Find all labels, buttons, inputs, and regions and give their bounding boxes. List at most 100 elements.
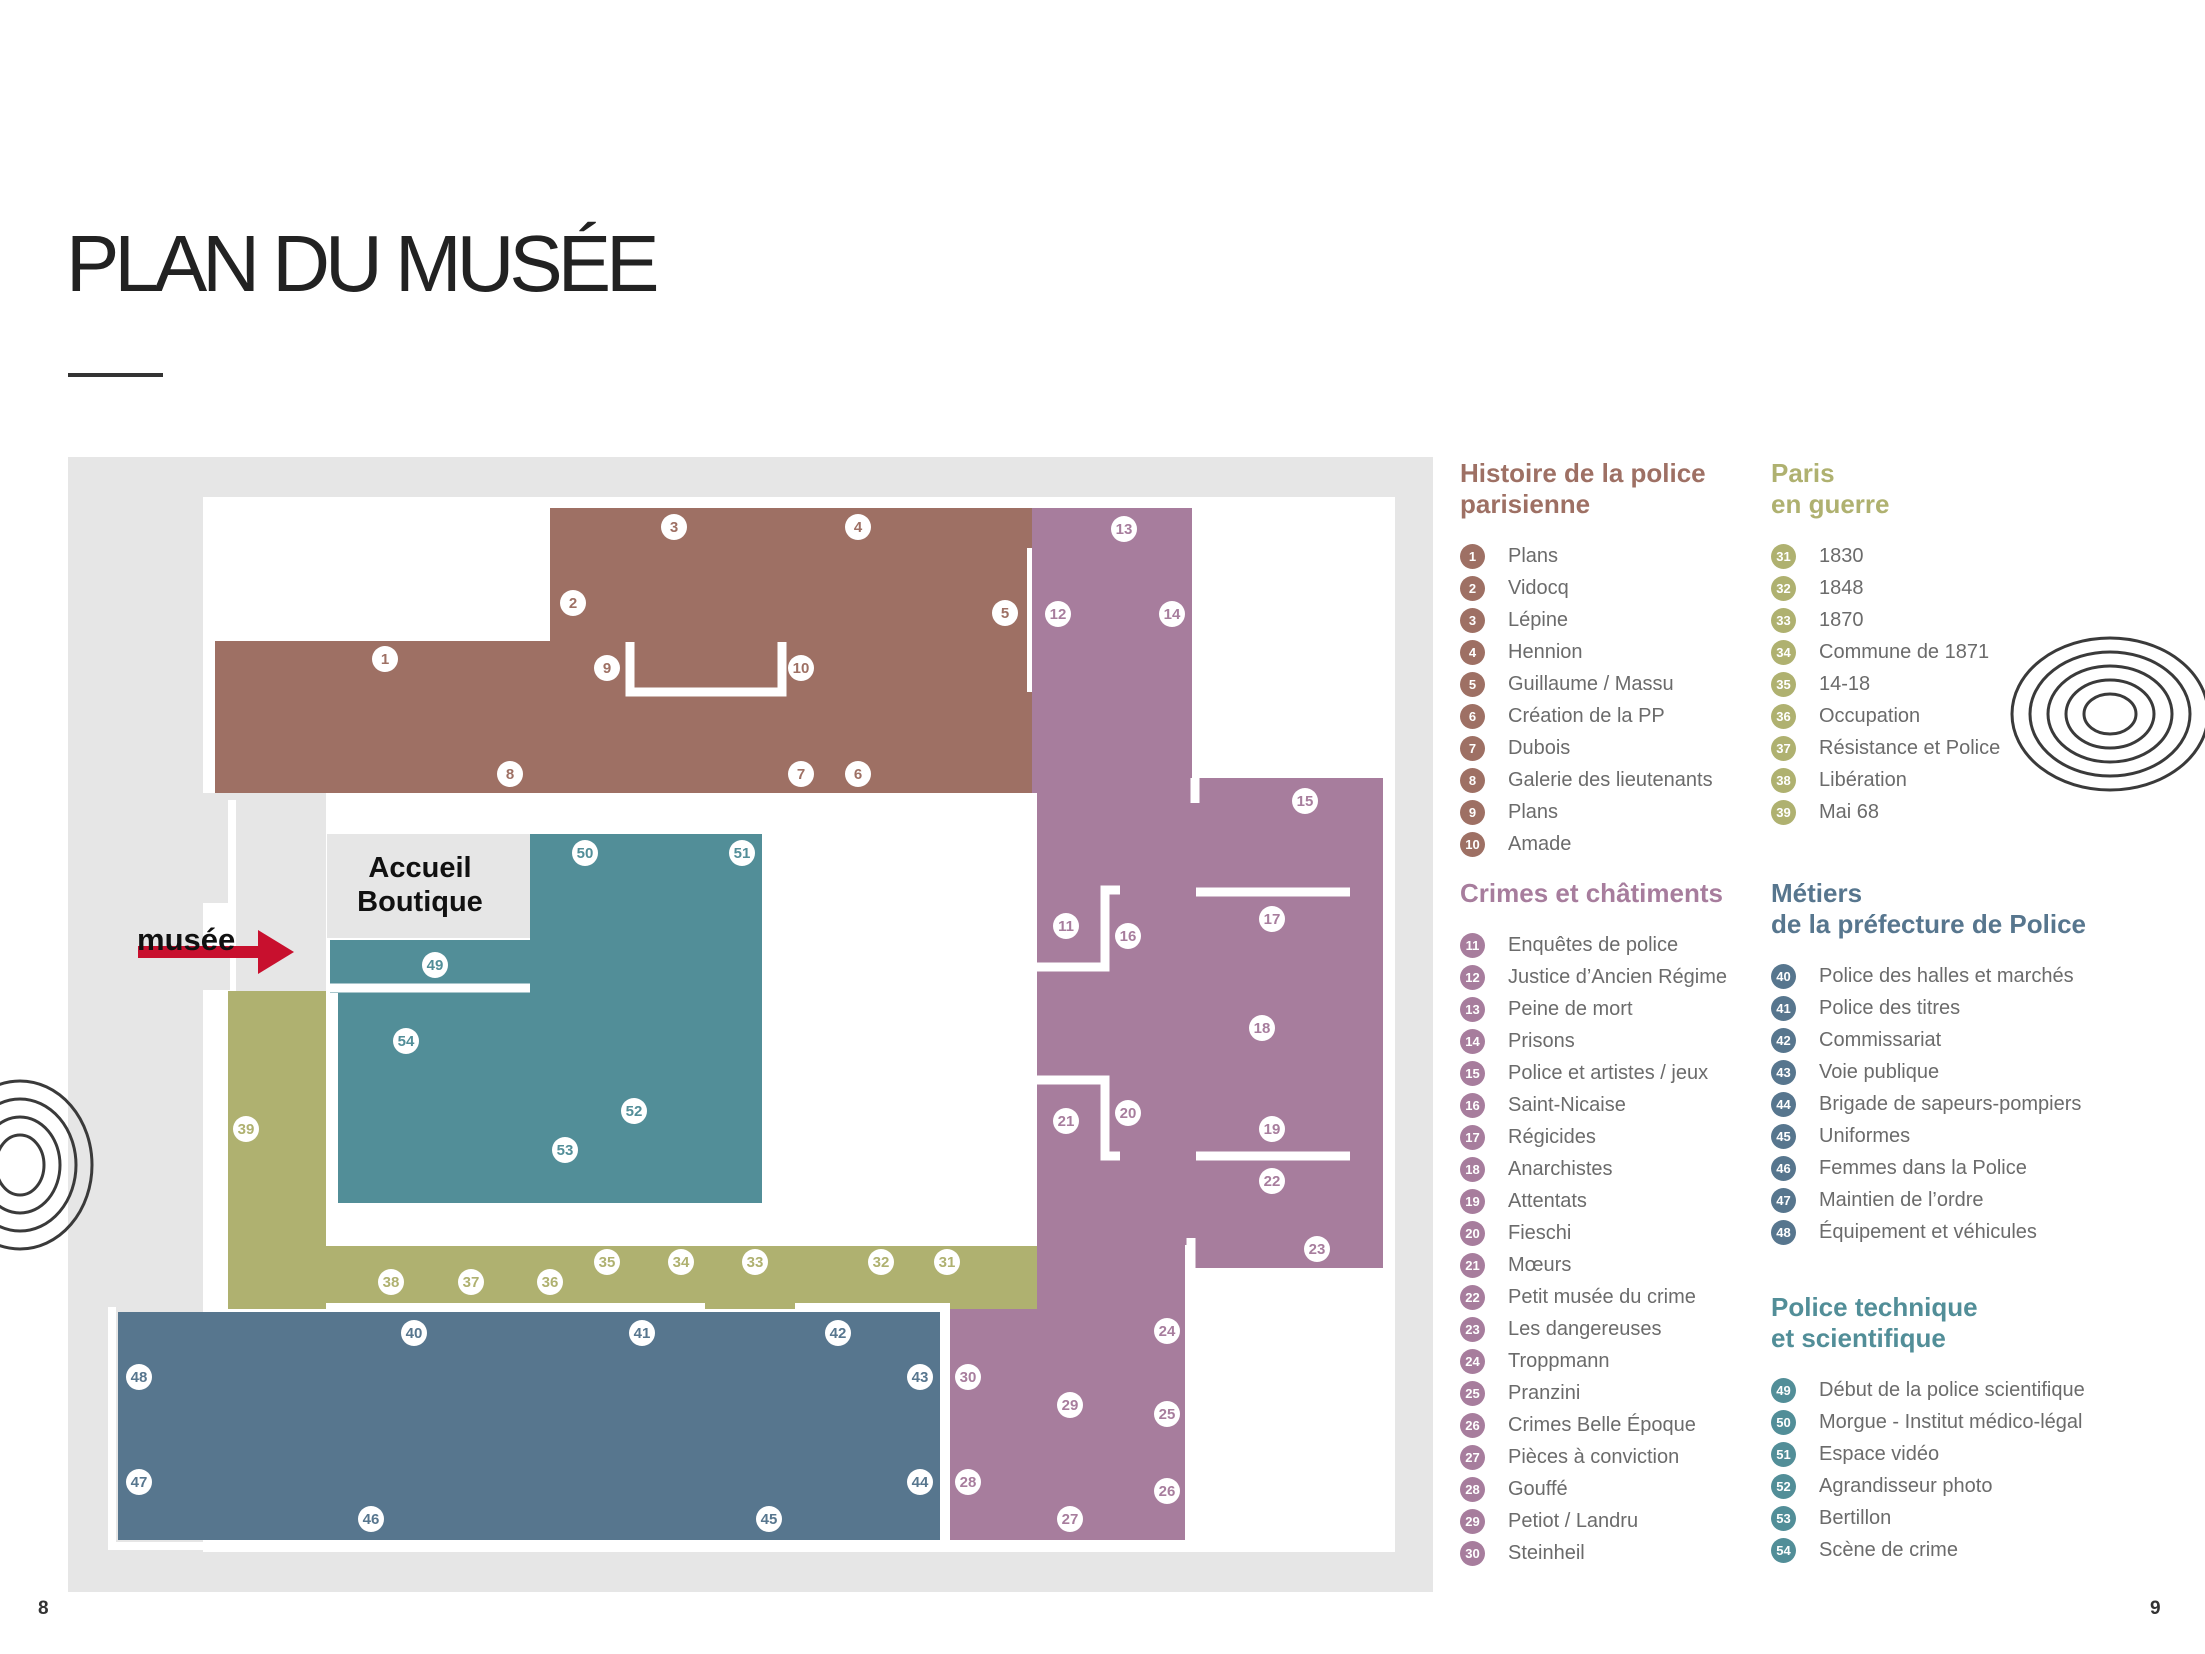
legend-badge: 27 (1460, 1444, 1485, 1470)
legend-badge: 36 (1771, 703, 1796, 729)
room-marker-48: 48 (126, 1364, 152, 1390)
room-marker-34: 34 (668, 1249, 694, 1275)
legend-label: 1870 (1819, 608, 1864, 631)
room-marker-29: 29 (1057, 1392, 1083, 1418)
accueil-area (236, 793, 326, 991)
legend-badge: 14 (1460, 1028, 1485, 1054)
legend-badge: 48 (1771, 1219, 1796, 1245)
room-marker-number: 19 (1264, 1121, 1281, 1138)
room-marker-badge (1154, 1478, 1180, 1504)
room-marker-number: 42 (830, 1325, 847, 1342)
legend-label: Commissariat (1819, 1028, 1942, 1051)
room-marker-badge (1304, 1236, 1330, 1262)
room-marker-number: 50 (577, 845, 594, 862)
fingerprint-icon (0, 1079, 94, 1251)
room-marker-number: 32 (873, 1254, 890, 1271)
legend-label: Guillaume / Massu (1508, 672, 1674, 695)
room-marker-number: 8 (506, 766, 514, 783)
legend-label: Brigade de sapeurs-pompiers (1819, 1092, 2082, 1115)
legend-badge: 34 (1771, 639, 1796, 665)
legend-badge: 13 (1460, 996, 1485, 1022)
legend-title-line: Police technique (1771, 1292, 1978, 1322)
room-marker-7: 7 (788, 761, 814, 787)
legend-item: 48 Équipement et véhicules (1771, 1216, 2071, 1248)
wall-crimes-11 (1032, 885, 1120, 972)
page-title: PLAN DU MUSÉE (66, 219, 659, 308)
legend-label: Bertillon (1819, 1506, 1892, 1529)
room-marker-badge (742, 1249, 768, 1275)
legend-label: Vidocq (1508, 576, 1569, 599)
room-marker-number: 1 (381, 651, 389, 668)
legend-item: 33 1870 (1771, 604, 2071, 636)
legend-label: 1830 (1819, 544, 1864, 567)
room-marker-badge (1115, 1100, 1141, 1126)
room-marker-21: 21 (1053, 1108, 1079, 1134)
room-marker-46: 46 (358, 1506, 384, 1532)
room-marker-number: 18 (1254, 1020, 1271, 1037)
room-marker-30: 30 (955, 1364, 981, 1390)
room-marker-number: 7 (797, 766, 805, 783)
legend-badge: 3 (1460, 607, 1485, 633)
room-marker-badge (992, 600, 1018, 626)
room-marker-number: 15 (1297, 793, 1314, 810)
legend-title-line: Crimes et châtiments (1460, 878, 1723, 908)
room-marker-badge (1259, 906, 1285, 932)
room-marker-badge (621, 1098, 647, 1124)
room-marker-badge (668, 1249, 694, 1275)
room-marker-number: 46 (363, 1511, 380, 1528)
room-marker-number: 2 (569, 595, 577, 612)
legend-label: Peine de mort (1508, 997, 1633, 1020)
legend-item: 3 Lépine (1460, 604, 1760, 636)
legend-badge: 4 (1460, 639, 1485, 665)
room-marker-number: 13 (1116, 521, 1133, 538)
room-marker-49: 49 (422, 952, 448, 978)
room-marker-number: 38 (383, 1274, 400, 1291)
room-marker-badge (1249, 1015, 1275, 1041)
legend-label: Équipement et véhicules (1819, 1220, 2037, 1243)
legend-badge: 33 (1771, 607, 1796, 633)
room-marker-badge (537, 1269, 563, 1295)
legend-label: Lépine (1508, 608, 1569, 631)
legend-badge: 42 (1771, 1027, 1796, 1053)
room-marker-39: 39 (233, 1116, 259, 1142)
legend-label: Mœurs (1508, 1253, 1572, 1276)
zone-crimes (950, 508, 1383, 1540)
legend-badge: 10 (1460, 831, 1485, 857)
legend-item: 13 Peine de mort (1460, 993, 1760, 1025)
legend-badge: 15 (1460, 1060, 1485, 1086)
room-marker-badge (560, 590, 586, 616)
legend-title-line: et scientifique (1771, 1323, 1946, 1353)
room-marker-badge (1053, 913, 1079, 939)
legend-badge: 43 (1771, 1059, 1796, 1085)
room-marker-28: 28 (955, 1469, 981, 1495)
room-marker-badge (756, 1506, 782, 1532)
room-marker-badge (1154, 1401, 1180, 1427)
room-marker-badge (845, 761, 871, 787)
room-marker-18: 18 (1249, 1015, 1275, 1041)
legend-label: Amade (1508, 832, 1572, 855)
zone-paris (228, 991, 1037, 1309)
room-marker-number: 24 (1159, 1323, 1176, 1340)
entrance-label: musée (137, 922, 235, 957)
legend-label: Police des titres (1819, 996, 1961, 1019)
room-marker-badge (358, 1506, 384, 1532)
room-marker-badge (1115, 923, 1141, 949)
room-marker-number: 11 (1058, 918, 1074, 935)
room-marker-badge (552, 1137, 578, 1163)
legend-badge: 23 (1460, 1316, 1485, 1342)
room-marker-44: 44 (907, 1469, 933, 1495)
